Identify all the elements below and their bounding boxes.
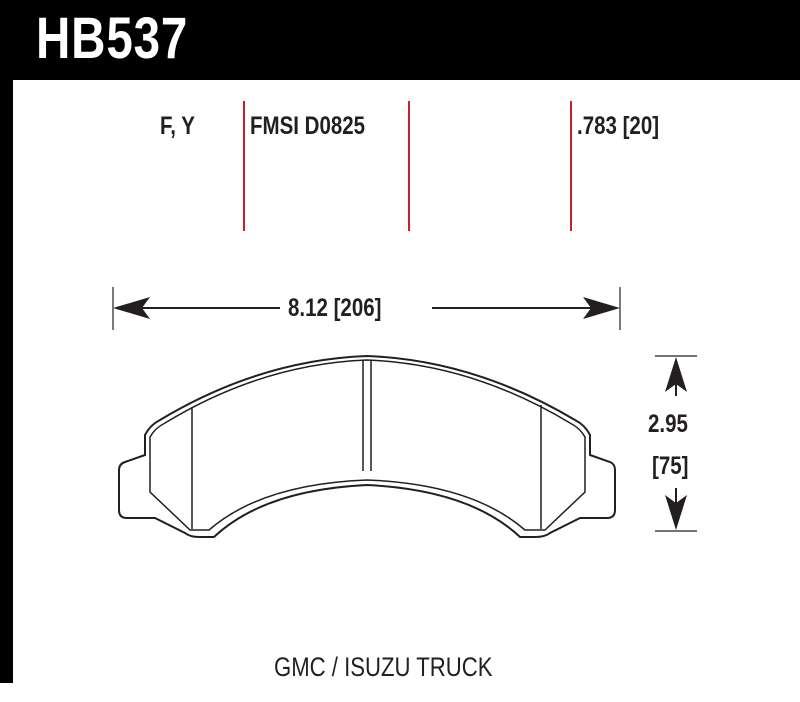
fmsi-code: FMSI D0825 [250, 112, 366, 140]
height-dimension-mm: [75] [652, 452, 689, 480]
left-border-bar [0, 0, 13, 683]
header-band [0, 0, 800, 80]
divider-line-1 [243, 101, 245, 231]
thickness-value: .783 [20] [577, 112, 660, 140]
vehicle-application: GMC / ISUZU TRUCK [274, 652, 493, 682]
divider-line-2 [408, 101, 410, 231]
width-dimension-arrow [112, 287, 621, 330]
part-number-title: HB537 [36, 6, 189, 71]
divider-line-3 [570, 101, 572, 231]
width-dimension-label: 8.12 [206] [288, 294, 382, 322]
compound-codes: F, Y [160, 112, 195, 140]
brake-pad-outline [118, 354, 616, 538]
height-dimension-inches: 2.95 [648, 410, 688, 438]
height-dimension-arrow [655, 355, 697, 532]
